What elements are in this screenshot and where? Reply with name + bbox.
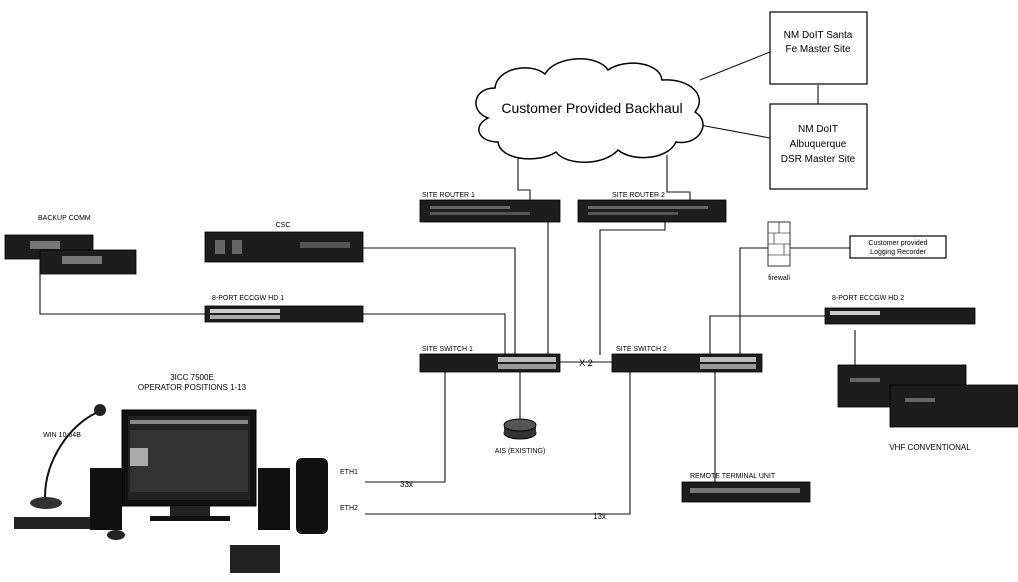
eth1-count: 33x [400,480,413,489]
eth2-count: 13x [593,512,606,521]
ais-existing: AIS (EXISTING) [495,419,546,455]
logging-line-2: Logging Recorder [870,249,926,256]
site-switch-1: SITE SWITCH 1 [420,346,560,372]
site-router-2: SITE ROUTER 2 [578,192,726,222]
switch-1-label: SITE SWITCH 1 [422,346,473,353]
logging-line-1: Customer provided [868,240,927,247]
eccgw-hd-2: 8-PORT ECCGW HD 2 [825,295,975,324]
eccgw-2-label: 8-PORT ECCGW HD 2 [832,295,904,302]
switch-link-label: X 2 [579,358,593,368]
eccgw-1-label: 8-PORT ECCGW HD 1 [212,295,284,302]
albuquerque-line-1: NM DoIT [798,124,838,135]
switch-2-label: SITE SWITCH 2 [616,346,667,353]
eth2-label: ETH2 [340,505,358,512]
cloud-label: Customer Provided Backhaul [501,100,682,116]
santa-fe-line-1: NM DoIT Santa [784,30,853,41]
router-2-label: SITE ROUTER 2 [612,192,665,199]
os-label: WIN 10 64B [43,432,81,439]
ais-label: AIS (EXISTING) [495,448,546,455]
firewall-label: firewall [768,275,790,282]
eccgw-hd-1: 8-PORT ECCGW HD 1 [205,295,363,322]
rtu-label: REMOTE TERMINAL UNIT [690,473,776,480]
santa-fe-master-site: NM DoIT Santa Fe Master Site [770,12,867,84]
console-operator-position: 3ICC 7500E OPERATOR POSITIONS 1-13 WIN 1… [14,373,328,573]
customer-backhaul-cloud: Customer Provided Backhaul [476,59,703,162]
router-1-label: SITE ROUTER 1 [422,192,475,199]
albuquerque-line-2: Albuquerque [790,139,847,150]
backup-comm: BACKUP COMM [5,215,136,274]
remote-terminal-unit: REMOTE TERMINAL UNIT [682,473,810,502]
vhf-label: VHF CONVENTIONAL [889,443,971,452]
firewall: firewall [768,222,790,282]
console-title-1: 3ICC 7500E [170,373,214,382]
vhf-conventional-radios: VHF CONVENTIONAL [838,365,1018,452]
eth1-label: ETH1 [340,469,358,476]
logging-recorder: Customer provided Logging Recorder [850,236,946,258]
csc-label: CSC [276,222,291,229]
csc-server: CSC [205,222,363,262]
albuquerque-line-3: DSR Master Site [781,154,856,165]
backup-comm-label: BACKUP COMM [38,215,91,222]
site-router-1: SITE ROUTER 1 [420,192,560,222]
albuquerque-master-site: NM DoIT Albuquerque DSR Master Site [770,104,867,189]
santa-fe-line-2: Fe Master Site [785,44,850,55]
console-title-2: OPERATOR POSITIONS 1-13 [138,383,247,392]
